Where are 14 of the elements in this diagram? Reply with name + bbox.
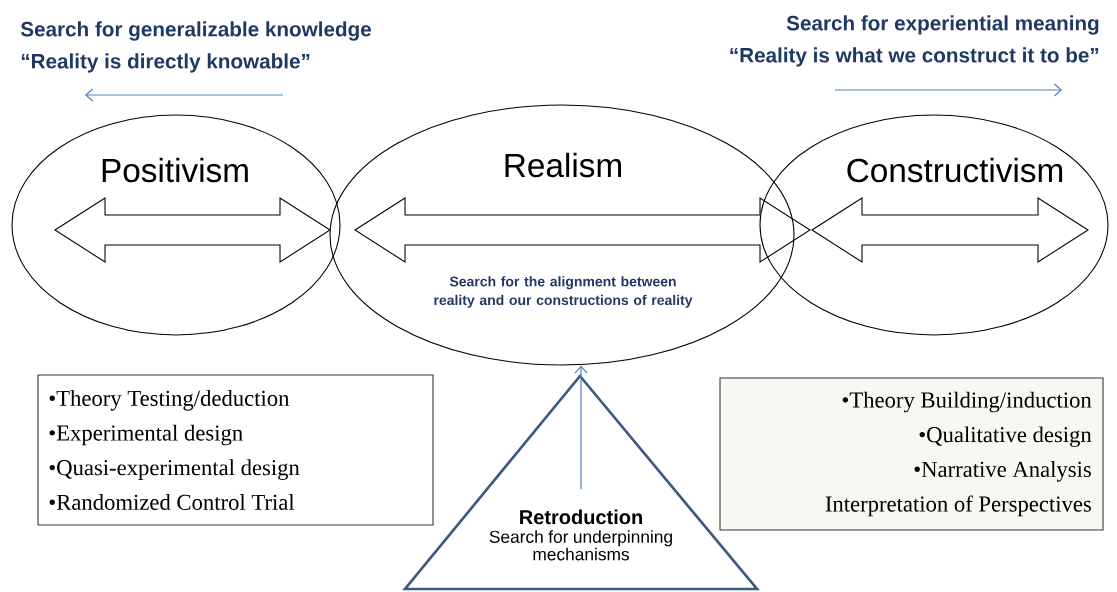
ellipse bbox=[759, 114, 1109, 336]
arrow bbox=[574, 365, 588, 490]
ellipse bbox=[11, 114, 341, 336]
list-box: •Theory Building/induction •Qualitative design •Narrative Analysis Interpretation of Perspectives bbox=[719, 377, 1104, 531]
heading-text: Search for experiential meaning bbox=[786, 15, 1099, 35]
list-box: •Theory Testing/deduction •Experimental design •Quasi-experimental design •Randomized Control Trial bbox=[37, 374, 434, 526]
ellipse bbox=[329, 104, 795, 366]
ellipse-title: Realism bbox=[505, 152, 621, 178]
heading-text: “Reality is what we construct it to be” bbox=[730, 47, 1099, 67]
ellipse-title: Constructivism bbox=[847, 157, 1063, 183]
ellipse-title: Positivism bbox=[102, 157, 248, 183]
ellipse-caption: Search for the alignment between reality and our constructions of reality bbox=[434, 276, 693, 308]
heading-text: Search for generalizable knowledge bbox=[20, 21, 371, 41]
heading-text: “Reality is directly knowable” bbox=[21, 53, 310, 73]
